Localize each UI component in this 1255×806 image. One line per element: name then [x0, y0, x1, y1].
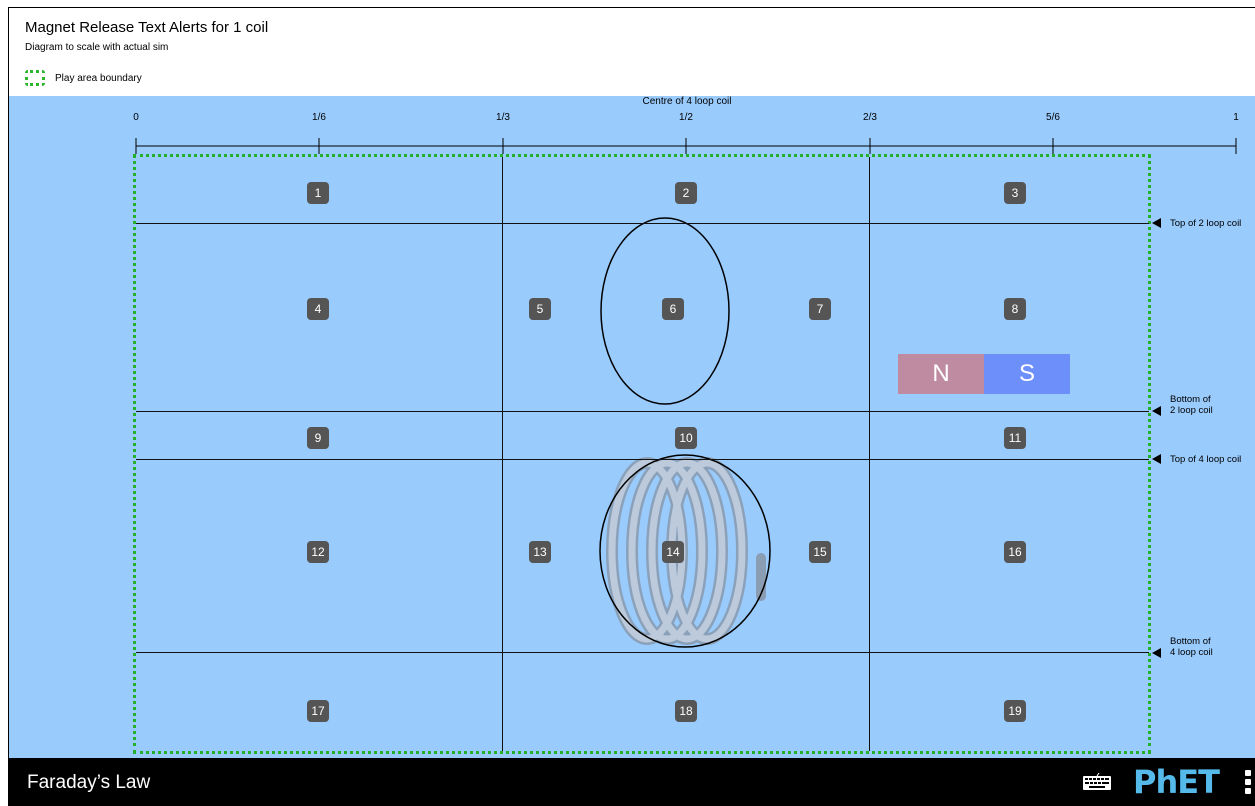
- arrow-left-icon: [1152, 648, 1161, 658]
- zone-badge: 17: [307, 700, 329, 722]
- arrow-left-icon: [1152, 406, 1161, 416]
- ruler-tick-label: 5/6: [1046, 112, 1060, 123]
- zone-badge: 5: [529, 298, 551, 320]
- legend-label: Play area boundary: [55, 73, 142, 84]
- navigation-bar: Faraday’s Law PhET: [9, 758, 1255, 806]
- four-loop-coil-outline: [599, 454, 771, 648]
- diagram-subtitle: Diagram to scale with actual sim: [25, 42, 169, 53]
- ruler-tick-label: 1/2: [679, 112, 693, 123]
- grid-line-one-third: [502, 157, 503, 751]
- zone-badge: 14: [662, 541, 684, 563]
- grid-line-bottom-2-loop: [136, 411, 1149, 412]
- annotation-bottom-2-loop: Bottom of 2 loop coil: [1152, 394, 1213, 416]
- magnet-south-pole: S: [984, 354, 1070, 394]
- ruler-tick-label: 1/3: [496, 112, 510, 123]
- grid-line-bottom-4-loop: [136, 652, 1149, 653]
- keyboard-icon[interactable]: [1082, 773, 1112, 791]
- zone-badge: 10: [675, 427, 697, 449]
- bar-magnet[interactable]: N S: [898, 354, 1070, 394]
- zone-badge: 16: [1004, 541, 1026, 563]
- zone-badge: 4: [307, 298, 329, 320]
- magnet-north-pole: N: [898, 354, 984, 394]
- sim-play-area: Centre of 4 loop coil 0 1/6 1/3 1/2 2/3 …: [9, 96, 1255, 758]
- zone-badge: 15: [809, 541, 831, 563]
- centre-coil-label: Centre of 4 loop coil: [642, 96, 732, 107]
- zone-badge: 2: [675, 182, 697, 204]
- phet-menu-icon[interactable]: [1242, 770, 1255, 798]
- zone-badge: 3: [1004, 182, 1026, 204]
- arrow-left-icon: [1152, 218, 1161, 228]
- grid-line-top-2-loop: [136, 223, 1149, 224]
- ruler-tick-label: 1/6: [312, 112, 326, 123]
- diagram-frame: Magnet Release Text Alerts for 1 coil Di…: [8, 7, 1255, 806]
- zone-badge: 6: [662, 298, 684, 320]
- diagram-header: Magnet Release Text Alerts for 1 coil Di…: [9, 8, 1255, 96]
- annotation-bottom-4-loop: Bottom of 4 loop coil: [1152, 636, 1213, 658]
- zone-badge: 8: [1004, 298, 1026, 320]
- zone-badge: 19: [1004, 700, 1026, 722]
- zone-badge: 7: [809, 298, 831, 320]
- grid-line-two-thirds: [869, 157, 870, 751]
- diagram-title: Magnet Release Text Alerts for 1 coil: [25, 19, 269, 36]
- zone-badge: 9: [307, 427, 329, 449]
- ruler-tick-label: 0: [133, 112, 139, 123]
- two-loop-coil-outline: [600, 217, 730, 405]
- annotation-top-2-loop: Top of 2 loop coil: [1152, 218, 1241, 229]
- sim-title: Faraday’s Law: [27, 772, 151, 793]
- phet-logo[interactable]: PhET: [1133, 763, 1220, 801]
- legend-boundary-swatch: [25, 70, 45, 86]
- zone-badge: 18: [675, 700, 697, 722]
- zone-badge: 12: [307, 541, 329, 563]
- grid-line-top-4-loop: [136, 459, 1149, 460]
- annotation-top-4-loop: Top of 4 loop coil: [1152, 454, 1241, 465]
- zone-badge: 1: [307, 182, 329, 204]
- ruler-tick-label: 2/3: [863, 112, 877, 123]
- zone-badge: 13: [529, 541, 551, 563]
- play-area-boundary: [133, 154, 1151, 754]
- ruler-axis: [135, 138, 1237, 154]
- zone-badge: 11: [1004, 427, 1026, 449]
- arrow-left-icon: [1152, 454, 1161, 464]
- ruler-tick-label: 1: [1233, 112, 1239, 123]
